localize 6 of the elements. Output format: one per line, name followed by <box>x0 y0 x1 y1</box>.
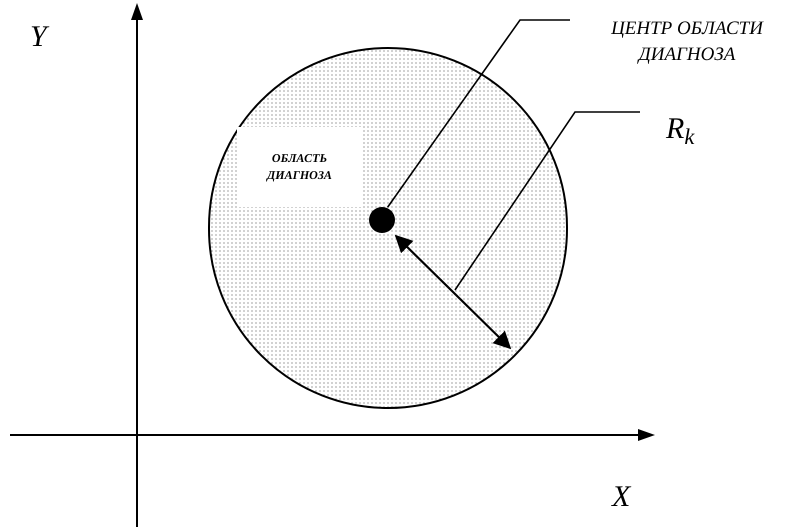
callout-text: ЦЕНТР ОБЛАСТИ ДИАГНОЗА <box>570 16 804 78</box>
leader-line <box>454 111 641 290</box>
region-label: ОБЛАСТЬ ДИАГНОЗА <box>265 150 333 184</box>
axis-label: X <box>612 482 630 512</box>
radius-symbol: R$_{k}$ <box>640 108 720 152</box>
axis-label: Y <box>30 22 47 52</box>
